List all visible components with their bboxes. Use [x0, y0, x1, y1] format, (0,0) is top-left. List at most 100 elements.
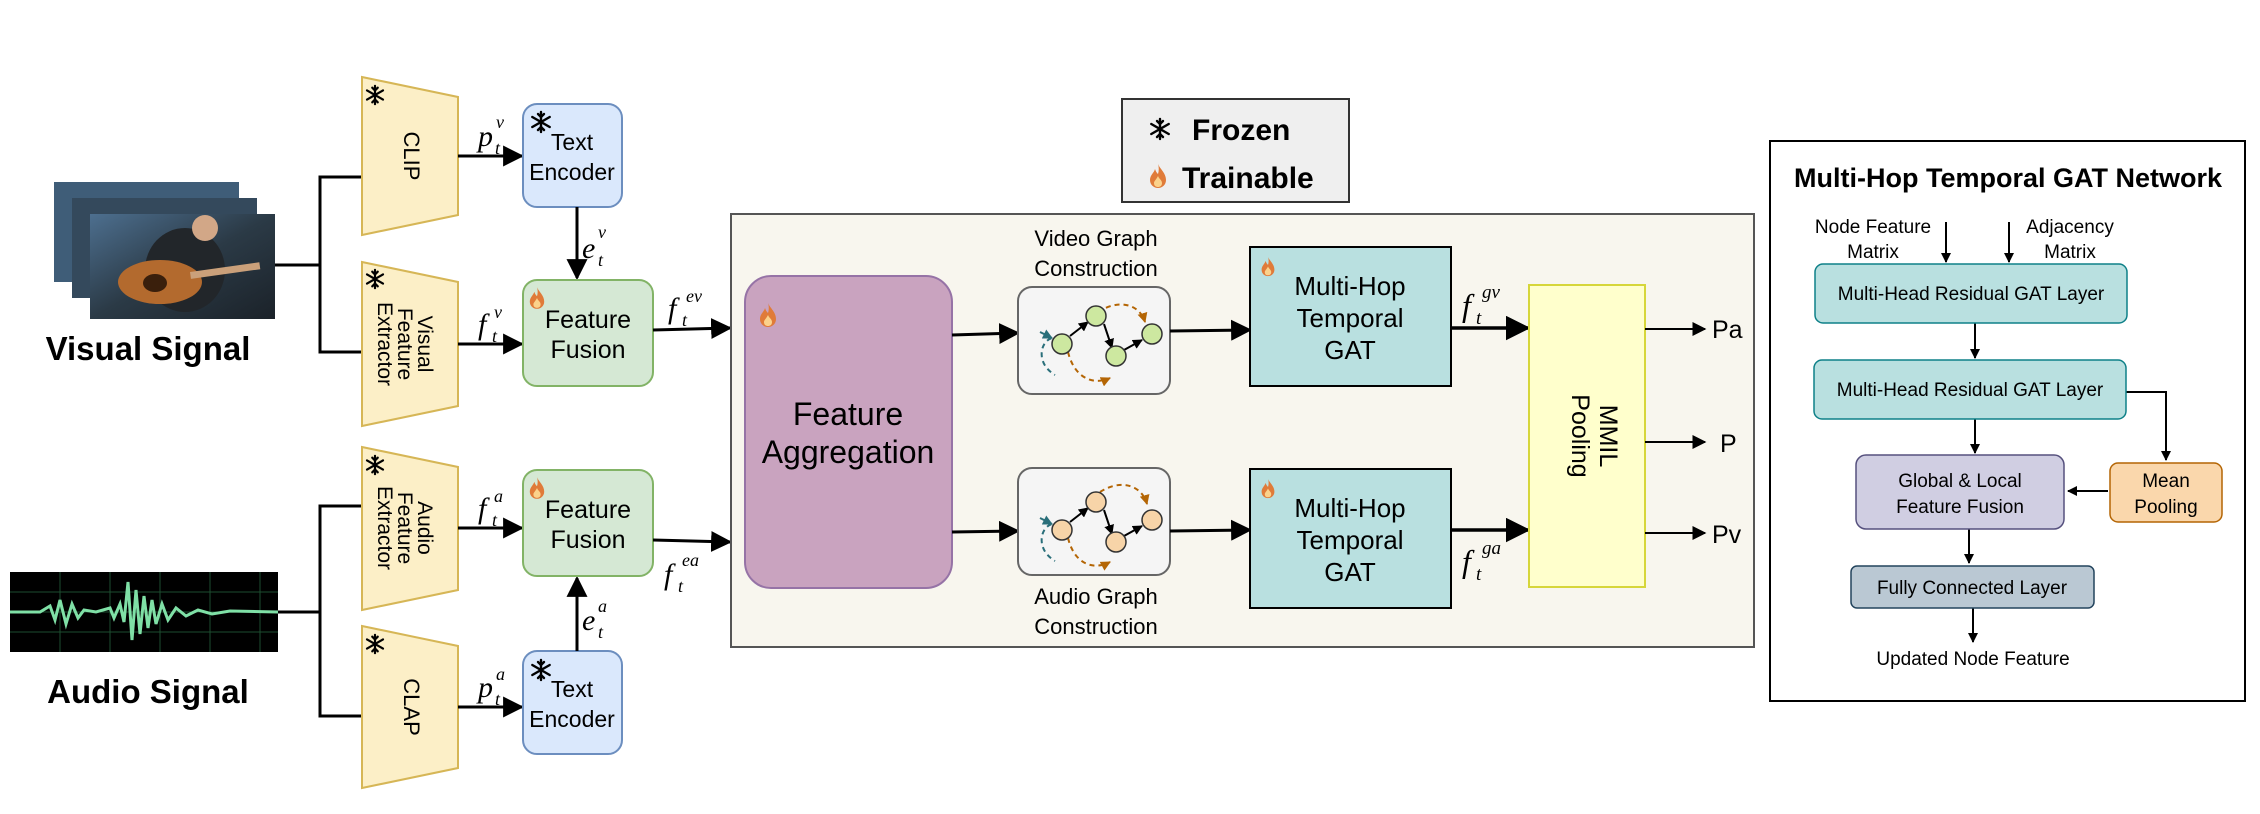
gat-network-panel: Multi-Hop Temporal GAT Network Node Feat…: [1769, 140, 2246, 702]
svg-text:a: a: [494, 486, 503, 506]
graph-arrows: [1169, 319, 1253, 541]
output-pa: Pa: [1712, 316, 1743, 344]
input-branch-lines: [275, 175, 362, 718]
adjacency-label-1: Adjacency: [2026, 217, 2114, 238]
fusion-arrows: [652, 317, 733, 553]
svg-text:p: p: [476, 671, 493, 704]
svg-text:e: e: [582, 232, 595, 265]
svg-text:Encoder: Encoder: [529, 159, 615, 185]
svg-text:f: f: [664, 558, 676, 591]
clap-label: CLAP: [399, 678, 424, 735]
visual-feature-extractor-block: Visual Feature Extractor: [361, 260, 459, 428]
svg-text:GAT: GAT: [1324, 557, 1376, 587]
clip-label: CLIP: [399, 132, 424, 181]
extractor-arrows: [458, 145, 525, 718]
symbol-p-v: p t v: [476, 112, 504, 158]
svg-text:Multi-Hop: Multi-Hop: [1294, 493, 1405, 523]
svg-text:Feature: Feature: [545, 306, 631, 334]
svg-text:Text: Text: [551, 129, 594, 155]
fully-connected-layer: [1850, 565, 2095, 609]
symbol-e-v: e t v: [582, 222, 606, 270]
gat-layer-1: [1814, 263, 2128, 324]
audio-text-encoder: Text Encoder: [522, 650, 623, 755]
svg-text:t: t: [1476, 564, 1482, 585]
symbol-f-ev: f t ev: [668, 286, 702, 330]
svg-text:t: t: [495, 689, 501, 709]
svg-text:Fully Connected Layer: Fully Connected Layer: [1877, 578, 2068, 599]
svg-text:Aggregation: Aggregation: [762, 434, 935, 470]
output-p: P: [1720, 430, 1737, 458]
svg-text:Global & Local: Global & Local: [1898, 471, 2022, 492]
mean-pooling: [2109, 462, 2223, 523]
updated-node-feature: Updated Node Feature: [1876, 649, 2069, 670]
audio-feature-fusion: Feature Fusion: [522, 469, 654, 577]
video-gat-block: Multi-Hop Temporal GAT: [1249, 246, 1452, 387]
svg-text:e: e: [582, 604, 595, 637]
svg-text:Pooling: Pooling: [1566, 394, 1594, 477]
legend: Frozen Trainable: [1121, 98, 1350, 203]
audio-extractor-line2: Feature: [393, 492, 416, 564]
svg-text:Feature: Feature: [545, 496, 631, 524]
visual-feature-fusion: Feature Fusion: [522, 279, 654, 387]
audio-graph-label-1: Audio Graph: [1034, 584, 1158, 609]
audio-graph-icon: [1017, 467, 1171, 576]
svg-text:t: t: [598, 250, 604, 270]
audio-gat-block: Multi-Hop Temporal GAT: [1249, 468, 1452, 609]
symbol-e-a: e t a: [582, 596, 607, 642]
svg-text:Feature: Feature: [793, 396, 903, 432]
svg-text:a: a: [598, 596, 607, 616]
svg-text:ev: ev: [686, 286, 702, 306]
svg-text:t: t: [598, 622, 604, 642]
svg-text:f: f: [478, 492, 490, 525]
video-graph-icon: [1017, 286, 1171, 395]
svg-text:t: t: [495, 138, 501, 158]
svg-text:Fusion: Fusion: [550, 336, 625, 364]
svg-text:Pooling: Pooling: [2134, 497, 2197, 518]
audio-graph-label-2: Construction: [1034, 614, 1158, 639]
audio-waveform-image: [10, 572, 279, 652]
svg-text:t: t: [1476, 308, 1482, 329]
visual-text-encoder: Text Encoder: [522, 103, 623, 208]
adjacency-label-2: Matrix: [2044, 242, 2096, 263]
feature-aggregation: Feature Aggregation: [744, 275, 953, 589]
audio-feature-extractor-block: Audio Feature Extractor: [361, 445, 459, 612]
svg-text:a: a: [496, 664, 505, 684]
symbol-f-v: f t v: [478, 302, 502, 346]
panel-title: Multi-Hop Temporal GAT Network: [1794, 163, 2223, 193]
svg-text:ea: ea: [682, 550, 699, 570]
svg-text:GAT: GAT: [1324, 335, 1376, 365]
svg-text:v: v: [496, 112, 504, 132]
audio-extractor-line3: Extractor: [373, 486, 396, 570]
legend-trainable: Trainable: [1182, 162, 1314, 195]
svg-text:t: t: [678, 576, 684, 596]
svg-text:Fusion: Fusion: [550, 526, 625, 554]
svg-text:Encoder: Encoder: [529, 706, 615, 732]
svg-text:Feature Fusion: Feature Fusion: [1896, 497, 2024, 518]
svg-text:t: t: [492, 326, 498, 346]
video-graph-label-1: Video Graph: [1034, 226, 1157, 251]
output-pv: Pv: [1712, 521, 1742, 549]
symbol-p-a: p t a: [476, 664, 505, 709]
audio-signal-label: Audio Signal: [47, 673, 249, 710]
svg-text:v: v: [494, 302, 502, 322]
gat-layer-2: [1813, 359, 2127, 420]
node-feature-label-1: Node Feature: [1815, 217, 1931, 238]
svg-text:gv: gv: [1482, 282, 1501, 303]
clap-block: CLAP: [361, 624, 459, 790]
global-local-fusion: [1855, 454, 2065, 530]
visual-extractor-line2: Feature: [393, 308, 416, 380]
visual-extractor-line3: Extractor: [373, 302, 396, 386]
svg-text:t: t: [682, 310, 688, 330]
legend-frozen: Frozen: [1192, 114, 1290, 147]
svg-text:Mean: Mean: [2142, 471, 2190, 492]
gat-layer-2-label: Multi-Head Residual GAT Layer: [1837, 380, 2104, 401]
svg-text:Temporal: Temporal: [1297, 303, 1404, 333]
symbol-f-ea: f t ea: [664, 550, 699, 596]
video-frames-image: [54, 182, 275, 319]
svg-text:p: p: [476, 120, 493, 153]
video-graph-label-2: Construction: [1034, 256, 1158, 281]
mmil-pooling: MMIL Pooling: [1528, 284, 1646, 588]
audio-extractor-line1: Audio: [413, 501, 436, 555]
visual-signal-label: Visual Signal: [46, 330, 251, 367]
